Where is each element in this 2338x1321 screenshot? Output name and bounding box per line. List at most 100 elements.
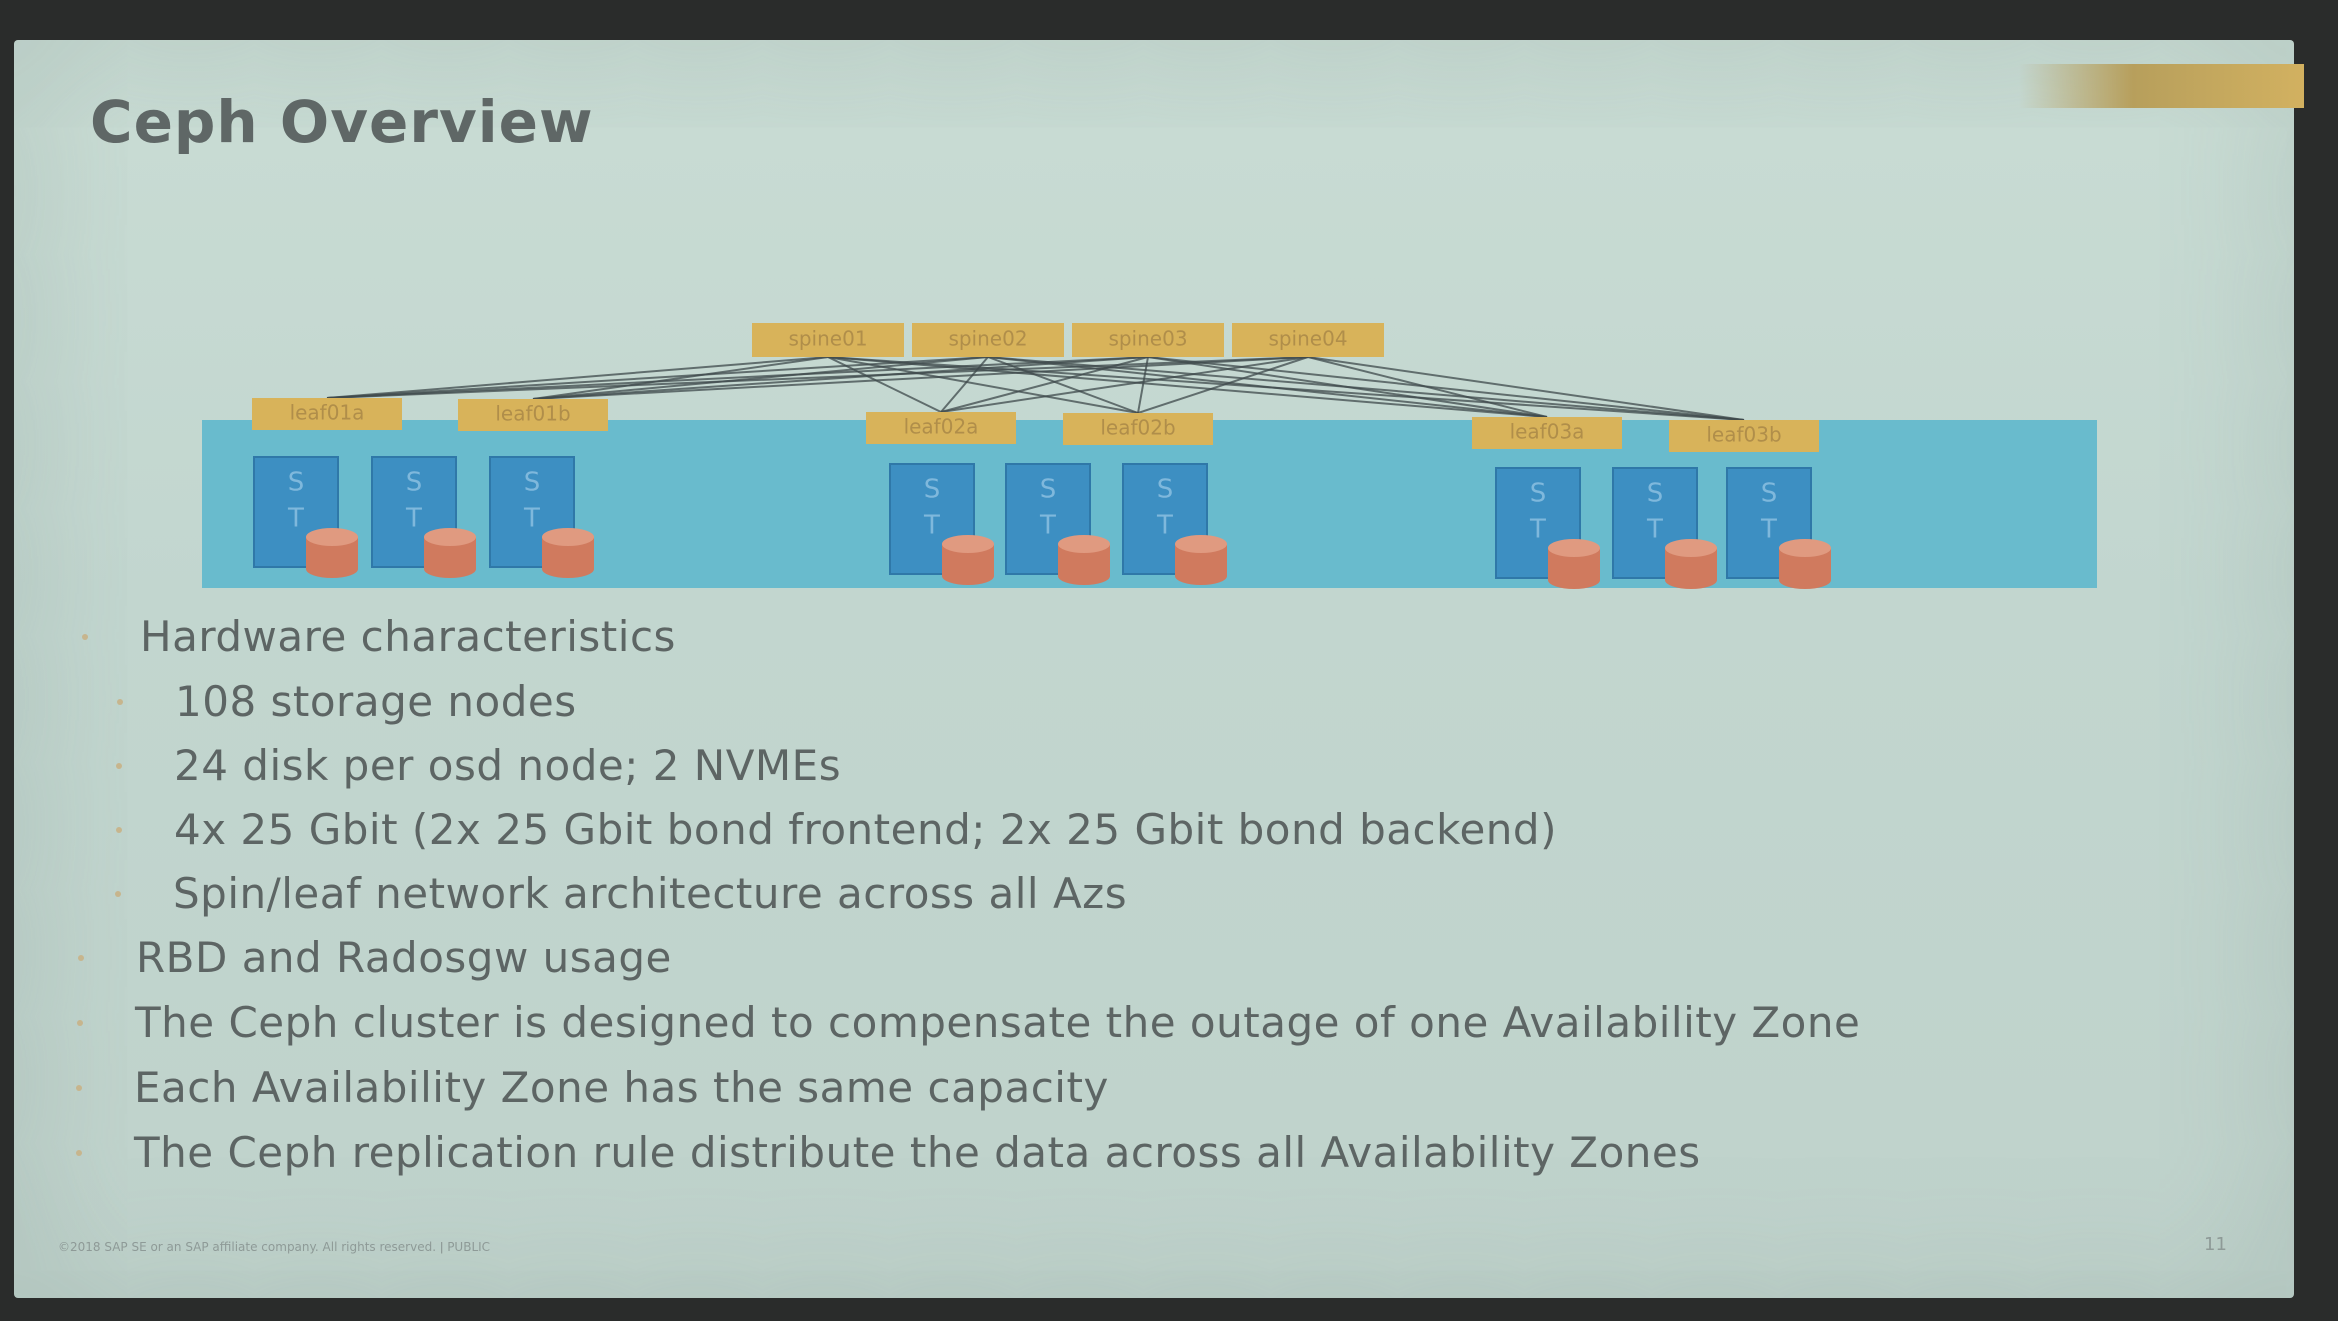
uplink-leaf03b-spine01 (827, 356, 1745, 421)
disk-icon (1175, 535, 1227, 553)
bullet-item: Hardware characteristics (82, 612, 676, 661)
bullet-text: Hardware characteristics (140, 612, 676, 661)
leaf-switch-leaf01a (252, 398, 402, 430)
storage-node-letter: T (1529, 515, 1546, 545)
uplink-leaf02a-spine03 (940, 356, 1149, 413)
disk-icon (1779, 539, 1831, 557)
disk-icon (1058, 535, 1110, 553)
leaf-label-leaf03b: leaf03b (1706, 423, 1781, 447)
leaf-label-leaf01b: leaf01b (495, 402, 570, 426)
uplink-leaf01a-spine01 (326, 356, 829, 399)
disk-icon (942, 535, 994, 553)
bullet-marker (76, 1085, 82, 1091)
disk-icon (424, 560, 476, 578)
uplink-leaf01b-spine04 (532, 356, 1309, 400)
bullet-marker (76, 1150, 82, 1156)
storage-node-letter: S (1530, 479, 1547, 509)
leaf-label-leaf02a: leaf02a (904, 415, 979, 439)
slide (14, 40, 2304, 1298)
uplink-leaf03b-spine02 (987, 356, 1745, 421)
copyright-footer: ©2018 SAP SE or an SAP affiliate company… (58, 1240, 491, 1254)
bullet-marker (117, 699, 123, 705)
bullet-marker (78, 955, 84, 961)
disk-icon (1779, 571, 1831, 589)
bullet-item: The Ceph replication rule distribute the… (76, 1128, 1701, 1177)
storage-node-letter: S (924, 475, 941, 505)
leaf-switch-leaf01b (458, 399, 608, 431)
disk-icon (1548, 571, 1600, 589)
storage-node-letter: S (288, 468, 305, 498)
bullet-text: Each Availability Zone has the same capa… (134, 1063, 1109, 1112)
spine-switch-spine01 (752, 323, 904, 357)
storage-node-letter: T (1156, 511, 1173, 541)
storage-node-letter: T (923, 511, 940, 541)
bullet-text: 4x 25 Gbit (2x 25 Gbit bond frontend; 2x… (174, 805, 1557, 854)
bullet-text: 24 disk per osd node; 2 NVMEs (174, 741, 842, 790)
uplink-leaf01a-spine03 (326, 356, 1149, 399)
disk-icon (424, 528, 476, 546)
bullet-marker (116, 763, 122, 769)
uplink-leaf01b-spine01 (532, 356, 829, 400)
bullet-item: The Ceph cluster is designed to compensa… (77, 998, 1860, 1047)
storage-node-letter: T (287, 504, 304, 534)
bullet-text: Spin/leaf network architecture across al… (173, 869, 1128, 918)
bullet-item: RBD and Radosgw usage (78, 933, 672, 982)
uplink-leaf03b-spine03 (1147, 356, 1745, 421)
bullet-marker (82, 634, 88, 640)
spine-label-spine02: spine02 (948, 327, 1027, 351)
bullet-marker (116, 827, 122, 833)
disk-icon (306, 528, 358, 546)
spine-label-spine01: spine01 (788, 327, 867, 351)
spine-switch-spine04 (1232, 323, 1384, 357)
bullet-item: 4x 25 Gbit (2x 25 Gbit bond frontend; 2x… (116, 805, 1557, 854)
spine-switch-spine03 (1072, 323, 1224, 357)
uplink-leaf02a-spine04 (940, 356, 1309, 413)
storage-node-letter: T (1760, 515, 1777, 545)
leaf-switch-leaf02a (866, 412, 1016, 444)
disk-icon (306, 560, 358, 578)
uplink-leaf02b-spine03 (1137, 356, 1149, 414)
uplink-leaf02b-spine02 (987, 356, 1139, 414)
storage-node-letter: S (1157, 475, 1174, 505)
disk-icon (1175, 567, 1227, 585)
disk-icon (1548, 539, 1600, 557)
storage-node-letter: S (1040, 475, 1057, 505)
storage-node-letter: T (405, 504, 422, 534)
bullet-item: 108 storage nodes (117, 677, 577, 726)
spine-switch-spine02 (912, 323, 1064, 357)
disk-icon (942, 567, 994, 585)
bullet-item: Each Availability Zone has the same capa… (76, 1063, 1109, 1112)
disk-icon (1665, 571, 1717, 589)
storage-node-z3-1 (1495, 467, 1581, 579)
page-number: 11 (2204, 1234, 2227, 1255)
storage-node-letter: S (1647, 479, 1664, 509)
leaf-switch-leaf03a (1472, 417, 1622, 449)
bullet-text: The Ceph replication rule distribute the… (134, 1128, 1701, 1177)
storage-node-z2-2 (1005, 463, 1091, 575)
uplink-leaf02a-spine02 (940, 356, 989, 413)
storage-node-letter: S (524, 468, 541, 498)
uplink-leaf03a-spine01 (827, 356, 1548, 418)
disk-icon (542, 560, 594, 578)
uplink-leaf03b-spine04 (1307, 356, 1745, 421)
bullet-text: 108 storage nodes (175, 677, 577, 726)
bullet-text: RBD and Radosgw usage (136, 933, 672, 982)
disk-icon (1665, 539, 1717, 557)
leaf-label-leaf02b: leaf02b (1100, 416, 1175, 440)
leaf-label-leaf03a: leaf03a (1510, 420, 1585, 444)
uplink-leaf01a-spine04 (326, 356, 1309, 399)
disk-icon (1058, 567, 1110, 585)
slide-accent-bar (2019, 64, 2304, 108)
disk-icon (542, 528, 594, 546)
storage-node-letter: S (406, 468, 423, 498)
bullet-item: Spin/leaf network architecture across al… (115, 869, 1128, 918)
bullet-marker (77, 1020, 83, 1026)
leaf-switch-leaf02b (1063, 413, 1213, 445)
spine-label-spine03: spine03 (1108, 327, 1187, 351)
bullet-item: 24 disk per osd node; 2 NVMEs (116, 741, 842, 790)
slide-title: Ceph Overview (90, 88, 594, 156)
leaf-label-leaf01a: leaf01a (290, 401, 365, 425)
storage-node-letter: S (1761, 479, 1778, 509)
